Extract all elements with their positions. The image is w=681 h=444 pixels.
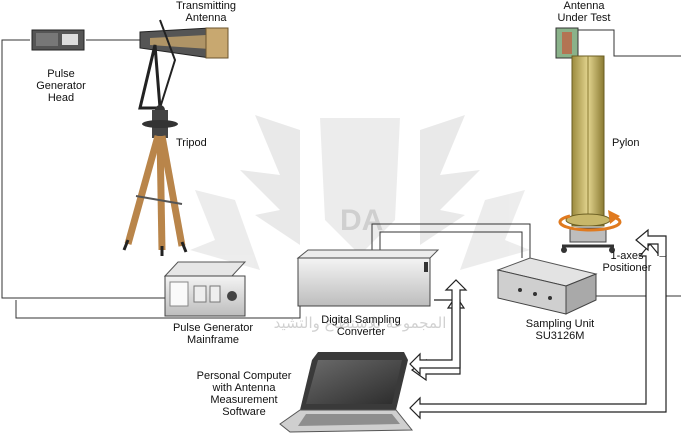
digital-sampling-converter — [296, 249, 440, 307]
sampling-unit-label: Sampling Unit SU3126M — [525, 318, 595, 342]
cable-sampling-right — [595, 295, 681, 297]
rotation-arrow — [558, 214, 622, 232]
pulse-generator-head — [31, 29, 85, 51]
tripod — [122, 110, 188, 256]
cables — [1, 29, 681, 319]
cable-mainframe-to-converter — [15, 305, 301, 319]
sampling-unit — [496, 257, 598, 315]
watermark-left-wing — [240, 115, 300, 245]
rotation-arrowhead — [608, 210, 620, 224]
antenna-under-test — [555, 27, 579, 59]
watermark-lower-right-wing — [460, 190, 530, 270]
watermark — [190, 115, 530, 270]
transmitting-antenna-label: Transmitting Antenna — [175, 0, 237, 24]
antenna-under-test-label: Antenna Under Test — [557, 0, 611, 24]
data-link-arrows — [409, 228, 667, 420]
watermark-logo-text: DA — [340, 204, 383, 237]
cable-converter-to-sampling-inner — [379, 231, 523, 258]
digital-sampling-converter-label: Digital Sampling Converter — [321, 314, 401, 338]
personal-computer-label: Personal Computer with Antenna Measureme… — [196, 370, 292, 418]
pylon-label: Pylon — [612, 137, 640, 149]
positioner-label: 1-axes Positioner — [602, 250, 652, 274]
pulse-generator-mainframe-label: Pulse Generator Mainframe — [172, 322, 254, 346]
personal-computer — [279, 352, 414, 433]
pylon — [561, 55, 615, 253]
cable-aut-to-sampling — [578, 29, 681, 57]
watermark-lower-left-wing — [190, 190, 260, 270]
transmitting-antenna — [138, 19, 229, 115]
watermark-arabic-text: المجموعة للاستطاع والتشيد — [274, 314, 447, 332]
cable-converter-to-sampling-top — [371, 223, 531, 258]
tripod-label: Tripod — [176, 137, 207, 149]
arrow-converter-to-pc-outline — [409, 279, 468, 376]
watermark-shield — [320, 118, 400, 255]
pulse-generator-mainframe — [163, 261, 247, 317]
cable-head-to-mainframe — [1, 39, 168, 299]
watermark-right-wing — [420, 115, 480, 245]
arrow-sampling-to-pylon-base — [635, 228, 667, 256]
pulse-generator-head-label: Pulse Generator Head — [36, 68, 86, 104]
